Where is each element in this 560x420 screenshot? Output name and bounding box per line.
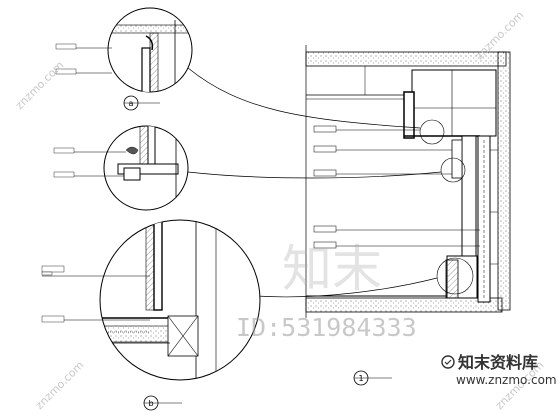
detail-a-marker: a	[129, 99, 134, 108]
watermark-url: www.znzmo.com	[456, 373, 557, 387]
section-1-marker: 1	[358, 374, 363, 383]
detail-connectors	[187, 67, 442, 298]
watermark-logo: 知末资料库 www.znzmo.com	[441, 353, 557, 387]
section-annotations	[313, 125, 480, 249]
watermark-diagonal: znzmo.com	[33, 359, 87, 413]
detail-circle-bottom	[41, 219, 261, 411]
detail-circle-middle	[53, 125, 189, 211]
detail-b-marker: b	[148, 399, 153, 408]
watermark-id: ID:531984333	[236, 313, 417, 342]
section-elevation	[305, 45, 511, 318]
detail-circle-top	[55, 7, 193, 111]
watermark-logo-text: 知末资料库	[458, 353, 538, 372]
watermark-diagonal: znzmo.com	[13, 59, 67, 113]
watermark-brand: 知末	[282, 240, 382, 298]
section-label	[353, 370, 392, 386]
